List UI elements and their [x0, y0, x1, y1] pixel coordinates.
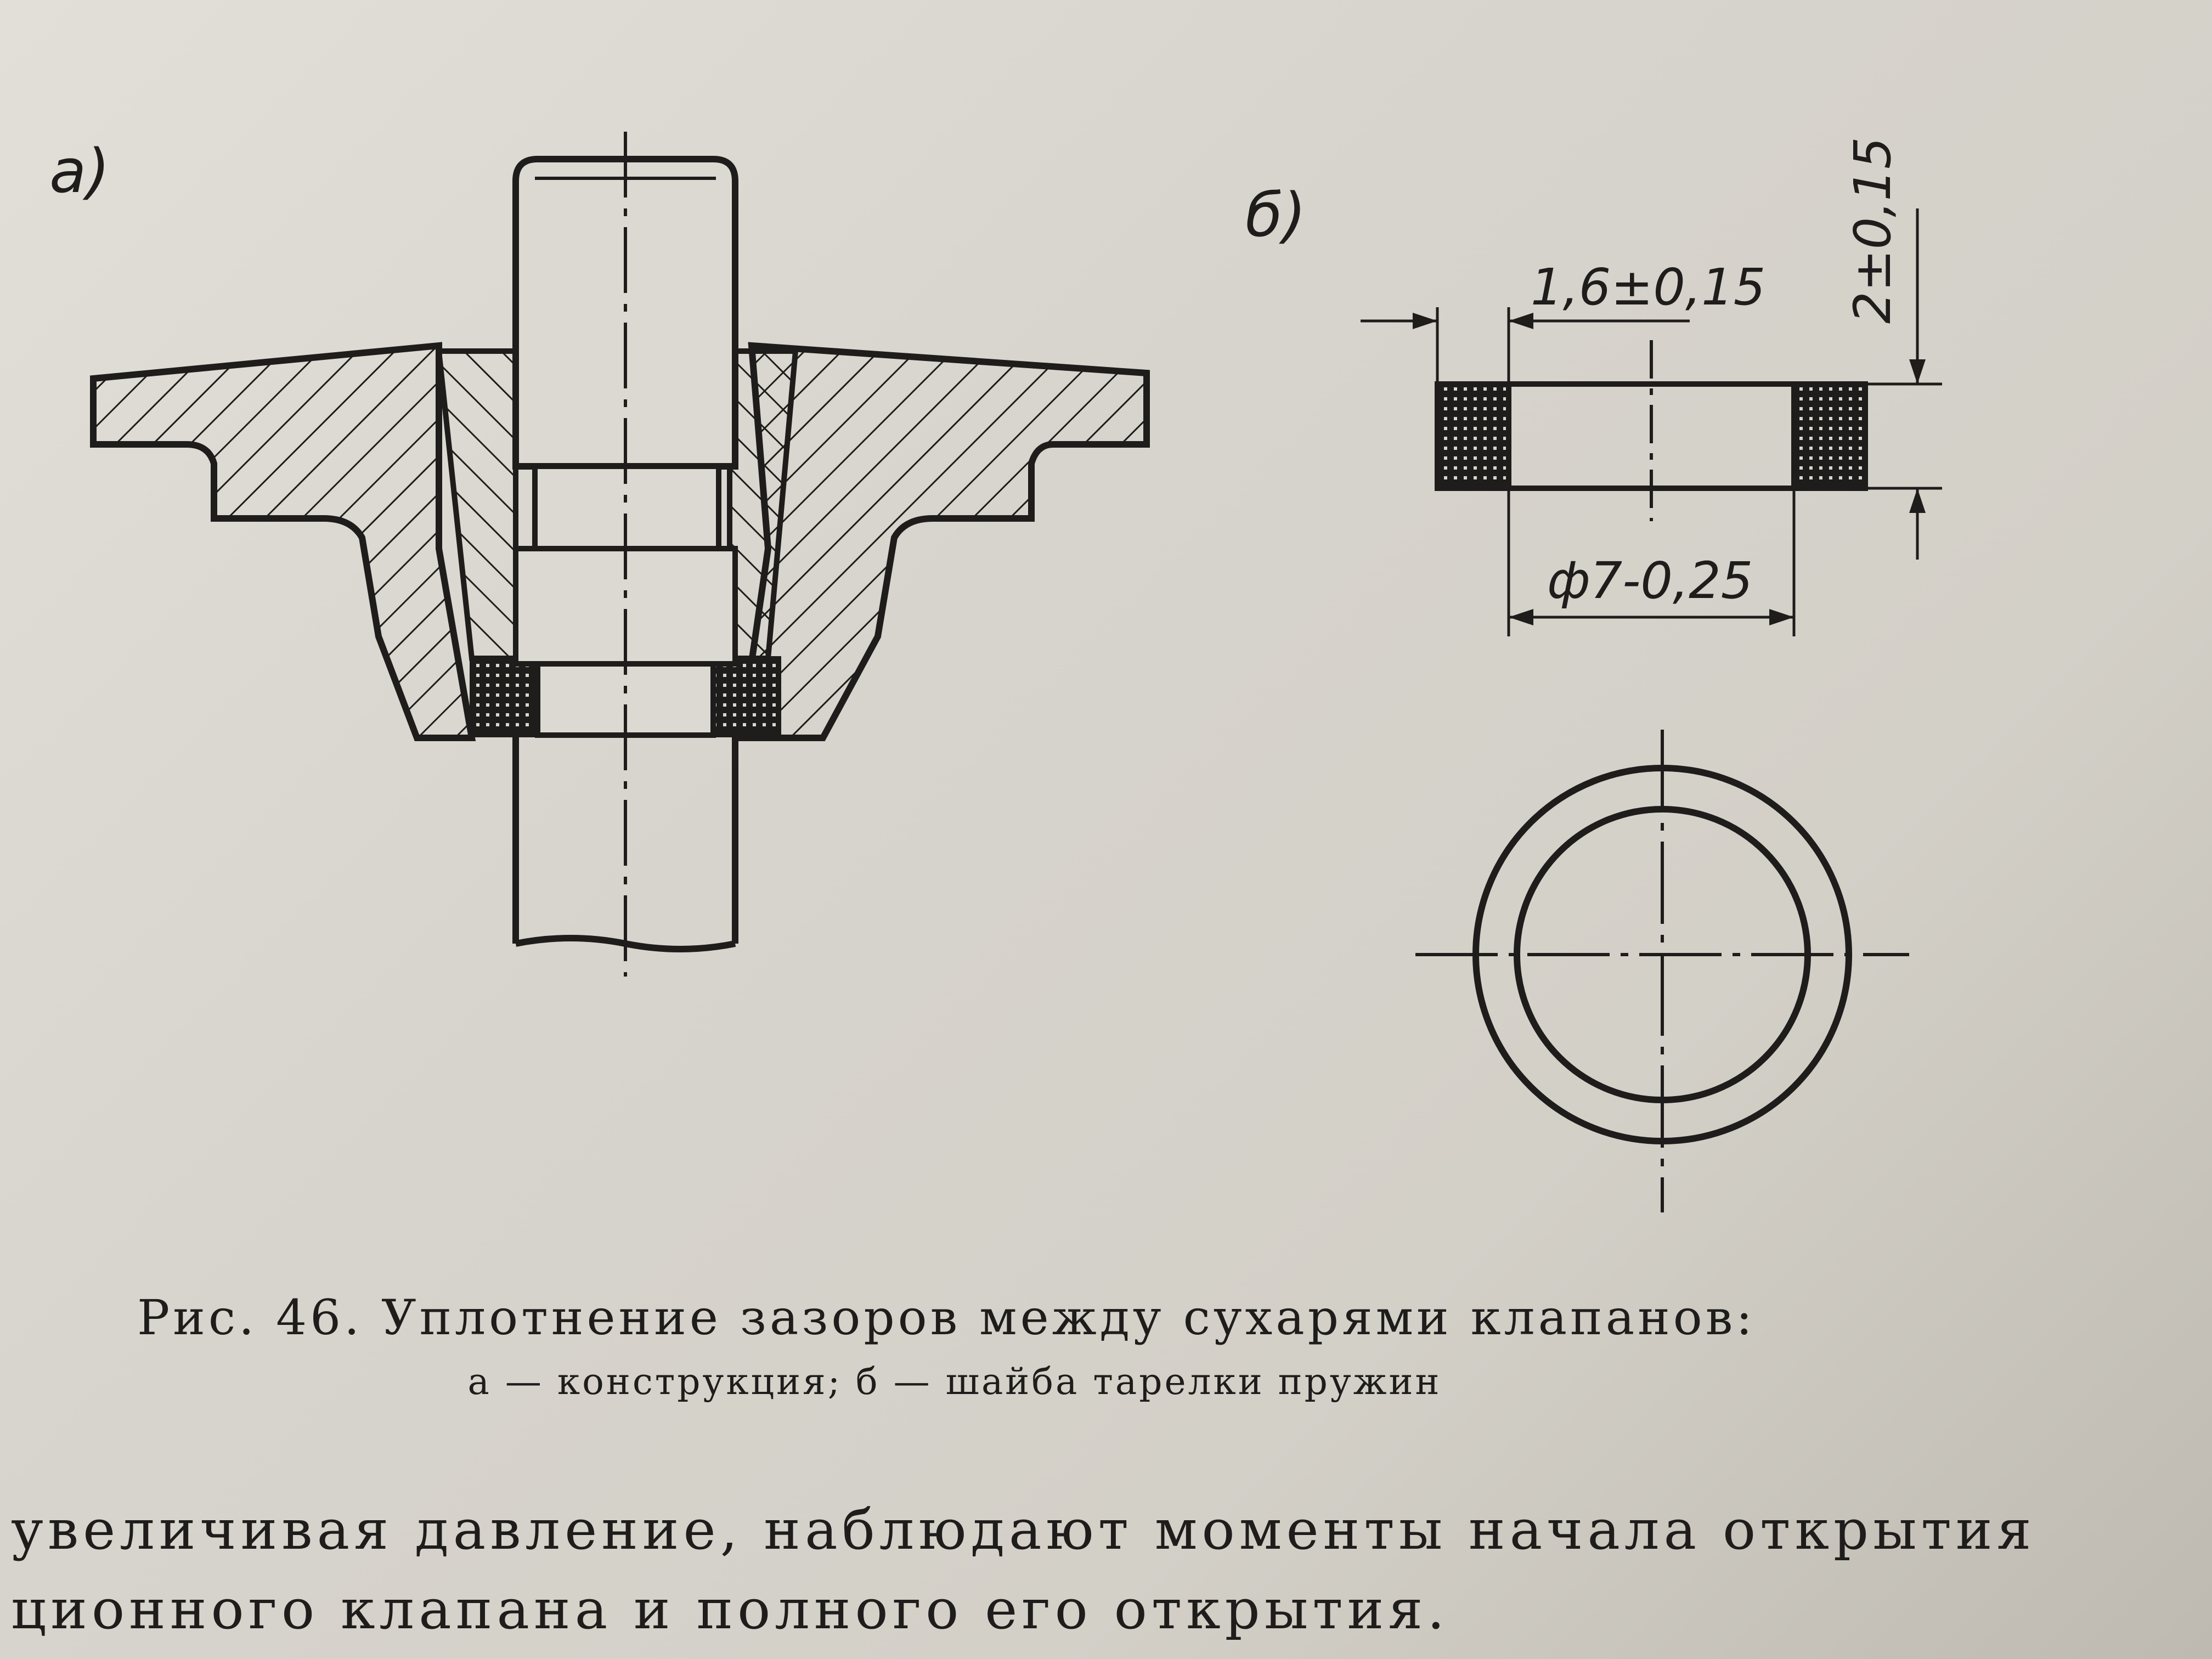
- sealing-washer-left: [470, 656, 540, 737]
- washer-section-left: [1435, 381, 1511, 491]
- body-text-line-2: ционного клапана и полного его открытия.: [11, 1577, 1449, 1641]
- spring-retainer-section-right: [737, 342, 1150, 741]
- figure-caption-subtitle: а — конструкция; б — шайба тарелки пружи…: [467, 1361, 1442, 1403]
- sealing-washer-right: [711, 656, 781, 737]
- valve-stem: [512, 156, 738, 470]
- height-dimension: 2±0,15: [1843, 137, 1902, 324]
- panel-a-label: а): [49, 136, 110, 206]
- washer-section-right: [1791, 381, 1868, 491]
- panel-b-washer: б) 1,6±0,15 2±0,15 ф7-0,25: [1245, 137, 1942, 1212]
- figure-caption: Рис. 46. Уплотнение зазоров между сухаря…: [137, 1289, 1756, 1346]
- panel-a-construction: а): [49, 132, 1150, 977]
- spring-retainer-section: [90, 342, 476, 741]
- body-text-line-1: увеличивая давление, наблюдают моменты н…: [11, 1498, 2036, 1562]
- thickness-dimension: 1,6±0,15: [1531, 258, 1765, 317]
- diameter-dimension: ф7-0,25: [1547, 551, 1753, 610]
- panel-b-label: б): [1245, 180, 1306, 250]
